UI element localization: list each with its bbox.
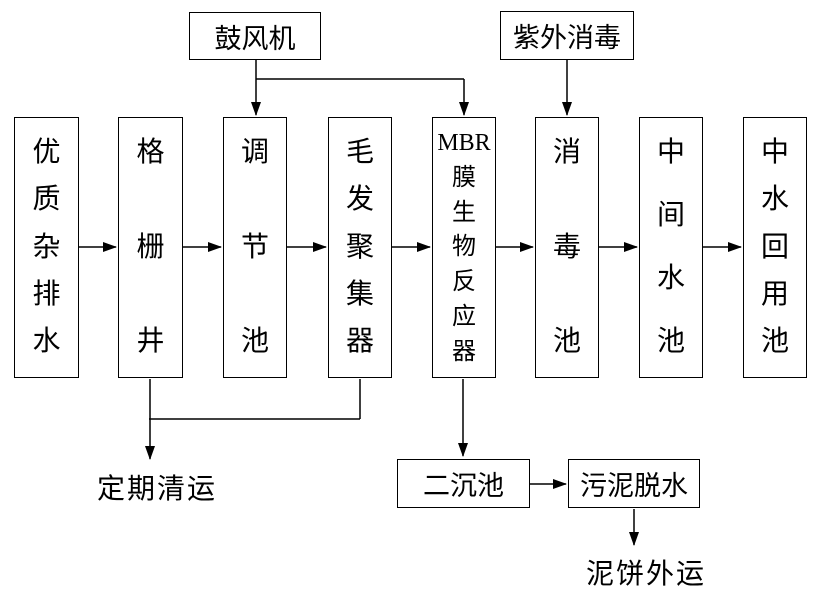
node-grid-well: 格栅井 bbox=[118, 117, 183, 378]
node-label-char: 池 bbox=[760, 326, 789, 357]
node-reuse-tank: 中水回用池 bbox=[743, 117, 807, 378]
node-label-char: 格 bbox=[136, 137, 165, 168]
node-secondary-sedimentation-tank: 二沉池 bbox=[397, 459, 530, 508]
node-label-char: 节 bbox=[240, 231, 269, 263]
node-label-char: 应 bbox=[452, 304, 476, 331]
node-label-char: MBR bbox=[437, 130, 491, 156]
node-label-char: 回 bbox=[760, 231, 789, 263]
node-label-char: 用 bbox=[760, 278, 789, 310]
label-periodic-removal: 定期清运 bbox=[96, 474, 217, 505]
node-label-char: 集 bbox=[345, 278, 374, 310]
node-label-char: 池 bbox=[552, 326, 581, 357]
node-disinfection-tank: 消毒池 bbox=[535, 117, 599, 378]
node-label-char: 优 bbox=[32, 137, 61, 168]
node-label-char: 发 bbox=[345, 184, 374, 216]
node-label-char: 排 bbox=[32, 278, 61, 310]
node-label-char: 池 bbox=[240, 326, 269, 357]
node-raw-greywater: 优质杂排水 bbox=[14, 117, 79, 378]
node-label-char: 池 bbox=[656, 326, 685, 357]
node-label-char: 物 bbox=[452, 234, 476, 261]
node-label-char: 调 bbox=[240, 137, 269, 168]
node-label-char: 间 bbox=[656, 200, 685, 231]
node-uv-disinfection: 紫外消毒 bbox=[500, 11, 634, 60]
node-label-char: 中 bbox=[760, 137, 789, 168]
node-label-char: 毛 bbox=[345, 137, 374, 168]
node-blower: 鼓风机 bbox=[189, 12, 321, 60]
node-label-char: 消 bbox=[552, 137, 581, 168]
node-label-char: 水 bbox=[656, 263, 685, 294]
node-sludge-dewatering: 污泥脱水 bbox=[568, 459, 700, 508]
node-label-char: 聚 bbox=[345, 231, 374, 263]
node-label-char: 反 bbox=[452, 269, 476, 296]
node-label-char: 器 bbox=[452, 338, 476, 365]
node-regulating-tank: 调节池 bbox=[223, 117, 287, 378]
node-label-char: 井 bbox=[136, 326, 165, 357]
node-label-char: 杂 bbox=[32, 231, 61, 263]
node-label-char: 中 bbox=[656, 137, 685, 168]
node-label-char: 水 bbox=[760, 184, 789, 216]
node-label-char: 器 bbox=[345, 326, 374, 357]
node-label-char: 膜 bbox=[452, 164, 476, 191]
node-label-char: 质 bbox=[32, 184, 61, 216]
node-label-char: 栅 bbox=[136, 231, 165, 263]
label-sludge-cake-out: 泥饼外运 bbox=[585, 559, 706, 590]
node-hair-collector: 毛发聚集器 bbox=[328, 117, 392, 378]
node-mbr-reactor: MBR 膜生物反应器 bbox=[432, 117, 496, 378]
node-label-char: 水 bbox=[32, 326, 61, 357]
node-label-char: 毒 bbox=[552, 231, 581, 263]
node-intermediate-tank: 中间水池 bbox=[639, 117, 703, 378]
node-label-char: 生 bbox=[452, 199, 476, 226]
